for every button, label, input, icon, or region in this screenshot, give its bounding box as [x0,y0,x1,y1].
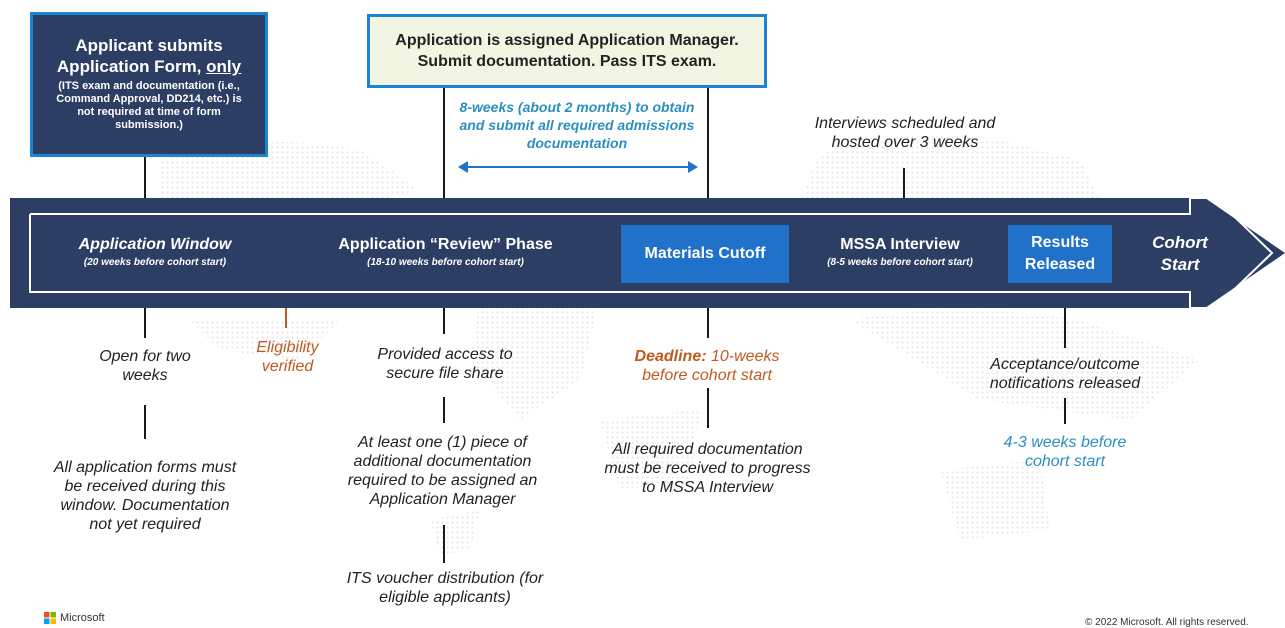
deadline-text: 10-weeks before cohort start [642,348,780,384]
deadline-label: Deadline: [634,348,707,365]
cohort-start-label: Cohort Start [1135,232,1225,276]
interviews-note: Interviews scheduled and hosted over 3 w… [814,115,996,151]
results-line1: Results [1031,234,1089,251]
its-voucher-note: ITS voucher distribution (for eligible a… [346,570,544,606]
application-window-sub: (20 weeks before cohort start) [83,257,227,268]
microsoft-logo: Microsoft [44,612,105,624]
connector-interviews [903,168,905,198]
manager-line1: Application is assigned Application Mana… [395,32,739,49]
applicant-title: Applicant submits Application Form, [56,36,223,76]
connector-results-2 [1064,398,1066,424]
applicant-submits-box: Applicant submits Application Form, only… [30,12,268,157]
cohort-line1: Cohort [1152,233,1208,252]
microsoft-logo-icon [44,612,56,624]
connector-results [1064,308,1066,348]
all-forms-note: All application forms must be received d… [53,459,237,533]
phase-review: Application “Review” Phase (18-10 weeks … [318,236,573,268]
connector-deadline [707,308,709,338]
open-two-weeks-note: Open for two weeks [99,348,191,384]
connector-manager-left [443,88,445,198]
connector-file-share-2 [443,397,445,423]
application-window-label: Application Window [78,236,232,253]
interview-sub: (8-5 weeks before cohort start) [827,257,973,268]
acceptance-note: Acceptance/outcome notifications release… [989,356,1141,392]
results-line2: Released [1024,256,1096,273]
copyright: © 2022 Microsoft. All rights reserved. [1085,617,1249,628]
four-three-weeks-note: 4-3 weeks before cohort start [1003,434,1127,470]
connector-voucher [443,525,445,563]
results-released-box: Results Released [1008,225,1112,283]
eligibility-note: Eligibility verified [256,339,319,375]
at-least-one-note: At least one (1) piece of additional doc… [347,434,538,508]
review-phase-label: Application “Review” Phase [338,236,553,253]
file-share-note: Provided access to secure file share [377,346,513,382]
microsoft-brand: Microsoft [60,612,105,624]
review-phase-sub: (18-10 weeks before cohort start) [367,257,524,268]
connector-open [144,308,146,338]
applicant-note: (ITS exam and documentation (i.e., Comma… [56,80,242,131]
interview-label: MSSA Interview [840,236,960,253]
connector-file-share [443,308,445,334]
connector-applicant [144,157,146,198]
eight-weeks-note: 8-weeks (about 2 months) to obtain and s… [459,99,695,151]
materials-cutoff-box: Materials Cutoff [621,225,789,283]
all-required-note: All required documentation must be recei… [604,441,811,496]
deadline-note: Deadline: 10-weeks before cohort start [612,347,802,385]
connector-open-2 [144,405,146,439]
manager-line2: Submit documentation. Pass ITS exam. [417,53,717,70]
phase-application-window: Application Window (20 weeks before coho… [50,236,260,268]
application-manager-box: Application is assigned Application Mana… [367,14,767,88]
connector-deadline-2 [707,388,709,428]
connector-manager-right [707,88,709,198]
applicant-only: only [206,57,242,76]
cohort-line2: Start [1160,255,1200,274]
connector-eligibility [285,308,287,328]
phase-interview: MSSA Interview (8-5 weeks before cohort … [800,236,1000,268]
double-arrow-icon [458,161,698,173]
